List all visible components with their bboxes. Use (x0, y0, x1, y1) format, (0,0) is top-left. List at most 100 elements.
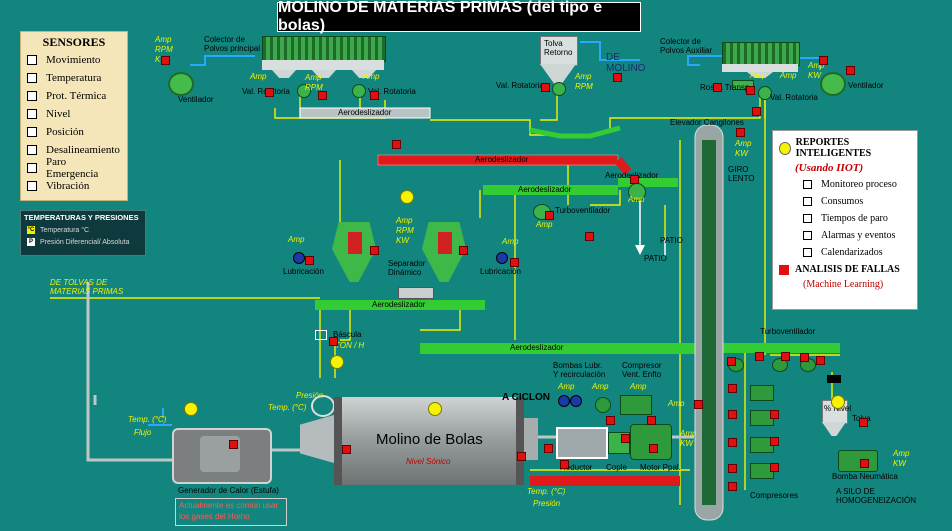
sensor-marker-icon[interactable] (736, 128, 745, 137)
tag-rpm: RPM (155, 45, 173, 54)
checkbox-icon (803, 248, 812, 257)
label-aero-bottom: Aerodeslizador (510, 343, 564, 352)
sensor-marker-icon[interactable] (560, 460, 569, 469)
label-temp-3: Temp. (°C) (527, 487, 566, 496)
bulb-icon[interactable] (831, 395, 845, 409)
tag-amp: Amp (305, 73, 322, 82)
sensor-marker-icon[interactable] (613, 73, 622, 82)
sensor-marker-icon[interactable] (318, 91, 327, 100)
sensor-marker-icon[interactable] (728, 464, 737, 473)
sensor-marker-icon[interactable] (606, 416, 615, 425)
sensor-marker-icon[interactable] (329, 337, 338, 346)
label-presion-2: Presión (533, 499, 561, 508)
sensor-marker-icon[interactable] (370, 91, 379, 100)
tag-amp: Amp (536, 220, 553, 229)
sensor-marker-icon[interactable] (752, 107, 761, 116)
label-turbovent-2: Turboventilador (760, 327, 816, 336)
rosca-icon (732, 80, 754, 90)
sensor-marker-icon[interactable] (728, 384, 737, 393)
tag-amp: Amp (363, 72, 380, 81)
label-lubricacion-1: Lubricación (283, 267, 324, 276)
tag-amp: Amp (502, 237, 519, 246)
sensor-marker-icon[interactable] (859, 418, 868, 427)
sensor-marker-icon[interactable] (541, 83, 550, 92)
sensor-marker-icon[interactable] (728, 438, 737, 447)
label-aero-green1: Aerodeslizador (518, 185, 572, 194)
sensor-marker-icon[interactable] (342, 445, 351, 454)
sensor-marker-icon[interactable] (647, 416, 656, 425)
sensor-marker-icon[interactable] (630, 175, 639, 184)
ventilador-right-icon (820, 72, 846, 96)
bulb-icon[interactable] (400, 190, 414, 204)
sensor-marker-icon[interactable] (727, 357, 736, 366)
checkbox-icon (27, 109, 37, 119)
sensor-marker-icon[interactable] (229, 440, 238, 449)
sensor-item: Prot. Térmica (27, 87, 121, 105)
sensor-marker-icon[interactable] (770, 463, 779, 472)
tag-kw: KW (735, 149, 748, 158)
analysis-subtitle: (Machine Learning) (803, 279, 884, 290)
sensor-marker-icon[interactable] (510, 258, 519, 267)
lubricacion-icon (496, 252, 508, 264)
bulb-icon[interactable] (330, 355, 344, 369)
sensor-marker-icon[interactable] (770, 437, 779, 446)
sensor-item: Posición (27, 123, 121, 141)
reports-panel: REPORTES INTELIGENTES (Usando IIOT) Moni… (772, 130, 918, 310)
sensor-marker-icon[interactable] (770, 410, 779, 419)
bulb-icon[interactable] (184, 402, 198, 416)
label-aero-red1: Aerodeslizador (475, 155, 529, 164)
sensor-marker-icon[interactable] (746, 86, 755, 95)
report-item-label: Alarmas y eventos (821, 230, 896, 241)
label-rosca: Rosca Transp. (700, 83, 752, 92)
sensor-marker-icon[interactable] (517, 452, 526, 461)
sensor-marker-icon[interactable] (305, 256, 314, 265)
sensor-item-label: Prot. Térmica (46, 90, 107, 102)
sensor-marker-icon[interactable] (728, 410, 737, 419)
sensor-marker-icon[interactable] (392, 140, 401, 149)
sensor-marker-icon[interactable] (860, 459, 869, 468)
sensor-marker-icon[interactable] (781, 352, 790, 361)
legend-temp-label: Temperatura °C (40, 226, 90, 234)
sensor-item: Desalineamiento (27, 141, 121, 159)
ventilador-left-icon (168, 72, 194, 96)
sensor-marker-icon[interactable] (370, 246, 379, 255)
sensor-marker-icon[interactable] (713, 83, 722, 92)
tag-amp: Amp (735, 139, 752, 148)
label-val-rot-3: Val. Rotatoria (496, 81, 544, 90)
sensor-item: Nivel (27, 105, 121, 123)
sensor-marker-icon[interactable] (846, 66, 855, 75)
label-val-rot-4: Val. Rotatoria (770, 93, 818, 102)
checkbox-icon (803, 231, 812, 240)
sensor-marker-icon[interactable] (585, 232, 594, 241)
tag-amp: Amp (155, 35, 172, 44)
sensor-marker-icon[interactable] (161, 56, 170, 65)
mill-outlet (524, 418, 538, 460)
bulb-icon[interactable] (428, 402, 442, 416)
sensor-marker-icon[interactable] (728, 482, 737, 491)
sensor-marker-icon[interactable] (544, 444, 553, 453)
sensor-marker-icon[interactable] (694, 400, 703, 409)
tag-amp: Amp (575, 72, 592, 81)
sensor-marker-icon[interactable] (755, 352, 764, 361)
tag-kw: KW (893, 459, 906, 468)
pressure-code-icon: P (27, 238, 35, 246)
sensor-marker-icon[interactable] (819, 56, 828, 65)
lubricacion-icon (293, 252, 305, 264)
checkbox-icon (27, 163, 37, 173)
tag-amp: Amp (680, 429, 697, 438)
sensor-marker-icon[interactable] (265, 88, 274, 97)
sensor-marker-icon[interactable] (621, 434, 630, 443)
sensor-marker-icon[interactable] (649, 444, 658, 453)
sensor-marker-icon[interactable] (545, 211, 554, 220)
label-generador: Generador de Calor (Estufa) (178, 486, 279, 495)
page-title: MOLINO DE MATERIAS PRIMAS (del tipo e bo… (277, 0, 641, 34)
separador-right-core (438, 232, 452, 254)
sensor-marker-icon[interactable] (459, 246, 468, 255)
tag-amp: Amp (668, 399, 685, 408)
sensor-marker-icon[interactable] (800, 353, 809, 362)
sensor-item-label: Desalineamiento (46, 144, 120, 156)
sensor-marker-icon[interactable] (816, 356, 825, 365)
checkbox-icon (27, 91, 37, 101)
